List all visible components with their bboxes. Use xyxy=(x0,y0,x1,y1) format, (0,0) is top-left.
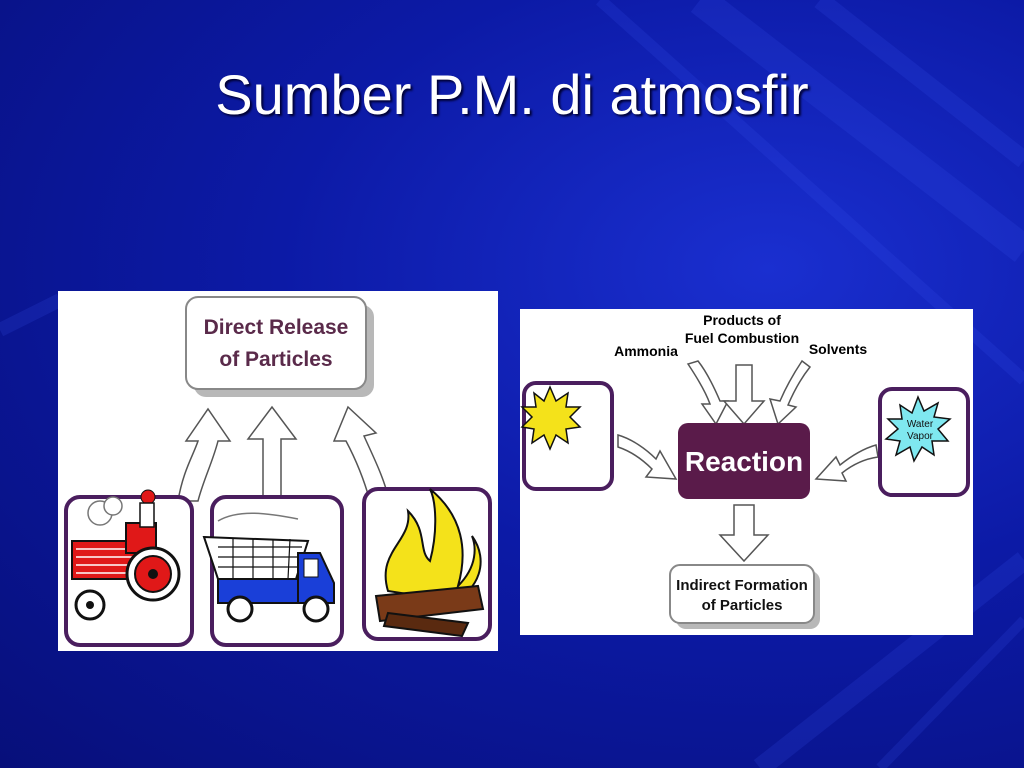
up-arrow-icon xyxy=(246,405,298,497)
direct-release-line2: of Particles xyxy=(219,348,332,371)
down-arrow-icon xyxy=(722,364,766,426)
direct-release-box xyxy=(185,296,367,390)
down-arrow-icon xyxy=(718,504,770,563)
label-products-line1: Products of xyxy=(703,312,781,328)
down-arrow-icon xyxy=(686,360,730,426)
indirect-formation-diagram: Products of Fuel Combustion Ammonia Solv… xyxy=(520,309,973,635)
direct-release-line1: Direct Release xyxy=(204,316,349,339)
truck-icon xyxy=(202,495,344,647)
water-line2: Vapor xyxy=(907,431,934,442)
tractor-icon xyxy=(64,489,194,647)
sun-icon xyxy=(520,381,614,491)
water-vapor-icon: Water Vapor xyxy=(878,387,970,497)
down-arrow-icon xyxy=(768,359,812,426)
indirect-formation-box xyxy=(669,564,815,624)
up-arrow-icon xyxy=(332,405,389,502)
label-ammonia: Ammonia xyxy=(614,343,678,359)
up-arrow-icon xyxy=(177,407,232,502)
left-arrow-icon xyxy=(814,444,879,482)
water-line1: Water xyxy=(907,419,934,430)
reaction-box xyxy=(678,423,810,499)
label-solvents: Solvents xyxy=(809,341,868,357)
result-line2: of Particles xyxy=(702,597,783,614)
label-products-line2: Fuel Combustion xyxy=(685,330,799,346)
slide-title: Sumber P.M. di atmosfir xyxy=(215,63,809,126)
right-arrow-icon xyxy=(617,434,678,480)
direct-release-diagram: Direct Release of Particles xyxy=(58,291,498,651)
result-line1: Indirect Formation xyxy=(676,577,808,594)
fire-icon xyxy=(362,487,492,641)
reaction-label: Reaction xyxy=(685,446,803,477)
